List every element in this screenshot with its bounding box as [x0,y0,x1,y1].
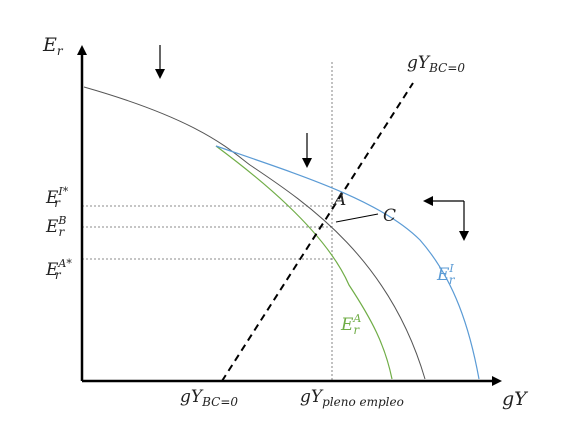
curve-eri [215,145,480,380]
bc-zero-bottom-label: gYBC=0 [180,387,238,409]
tick-eri-label: EI*r [45,185,69,210]
base-curve [83,86,426,380]
y-axis-label: Er [42,34,64,58]
point-c-pointer [335,213,379,223]
bc-zero-top-label: gYBC=0 [407,53,465,75]
point-c-label: C [383,206,396,226]
full-employment-label: gYpleno empleo [300,387,404,409]
point-a-label: A [332,190,346,210]
x-axis-label: gY [502,388,529,410]
bc-zero-line [221,82,414,382]
tick-era-label: EA*r [45,257,72,282]
curve-era [215,145,393,380]
